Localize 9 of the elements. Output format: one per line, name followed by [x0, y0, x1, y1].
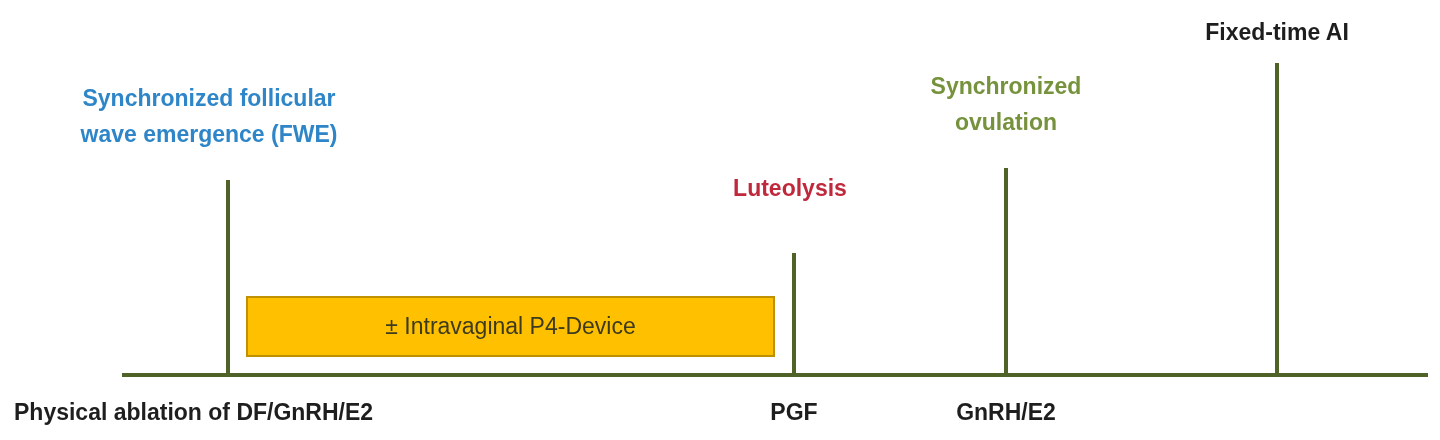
bar-label: ± Intravaginal P4-Device	[385, 313, 636, 340]
treatment-label: PGF	[770, 398, 818, 427]
treatment-label: GnRH/E2	[956, 398, 1056, 427]
event-label: Luteolysis	[733, 174, 847, 203]
event-label: Synchronized follicular wave emergence (FWE)	[79, 84, 339, 149]
device-bar	[246, 296, 775, 357]
event-label: Synchronized ovulation	[929, 72, 1083, 137]
event-label: Fixed-time AI	[1205, 18, 1349, 47]
treatment-label: Physical ablation of DF/GnRH/E2	[14, 398, 374, 427]
